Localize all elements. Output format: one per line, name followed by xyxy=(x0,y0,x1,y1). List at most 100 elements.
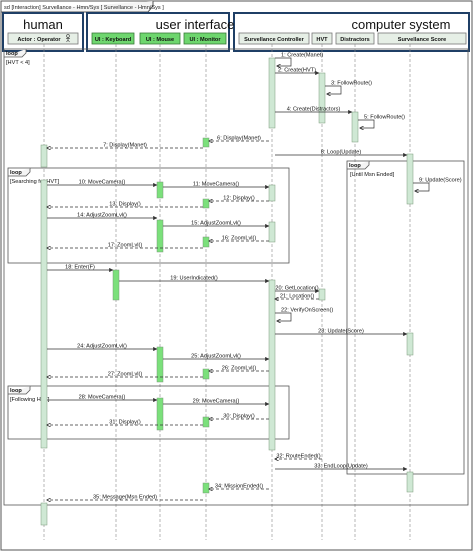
message-label: 6: Display(Manet) xyxy=(217,136,261,142)
message-32[interactable]: 32: RouteEnded() xyxy=(275,454,322,460)
group-label-user-interface: user interface xyxy=(156,17,235,32)
message-22[interactable]: 22: VerifyOnScreen() xyxy=(275,308,333,322)
message-label: 28: MoveCamera() xyxy=(79,395,126,401)
message-19[interactable]: 19: UserIndicated() xyxy=(119,276,270,284)
fragment-keyword-loop-msn: loop xyxy=(349,163,361,169)
message-label: 16: ZoomLvl() xyxy=(222,236,257,242)
fragment-guard-following: [Following HVT] xyxy=(10,397,50,403)
lifeline-label-controller: Survellance Controller xyxy=(244,37,305,43)
message-label: 12: Display() xyxy=(223,196,255,202)
fragment-loop-until-msn-ended xyxy=(346,160,465,475)
message-label: 31: Display() xyxy=(109,420,141,426)
message-1[interactable]: 1: Create(Manet) xyxy=(275,53,323,67)
group-label-computer-system: computer system xyxy=(352,17,451,32)
message-label: 21: Location() xyxy=(280,294,314,300)
lifeline-head-score[interactable] xyxy=(377,32,467,45)
message-label: 22: VerifyOnScreen() xyxy=(281,308,333,314)
message-label: 19: UserIndicated() xyxy=(170,276,218,282)
message-label: 1: Create(Manet) xyxy=(281,53,323,59)
message-arrow xyxy=(275,57,292,66)
fragment-guard-msn: [Until Msn Ended] xyxy=(350,172,395,178)
message-16[interactable]: 16: ZoomLvl() xyxy=(209,236,269,242)
message-label: 8: Loop(Update) xyxy=(321,150,362,156)
message-26[interactable]: 26: ZoomLvl() xyxy=(209,366,269,372)
message-3[interactable]: 3: FollowRoute() xyxy=(325,81,372,95)
message-12[interactable]: 12: Display() xyxy=(209,196,269,202)
group-user-interface xyxy=(86,12,230,52)
message-30[interactable]: 30: Display() xyxy=(209,414,269,420)
message-2[interactable]: 2: Create(HVT) xyxy=(275,68,320,76)
message-35[interactable]: 35: Message(Msn Ended) xyxy=(47,495,203,501)
message-34[interactable]: 34: MissionEnded() xyxy=(209,484,269,490)
fragment-loop-following xyxy=(7,385,290,440)
fragment-loop-hvt xyxy=(3,48,469,506)
message-label: 26: ZoomLvl() xyxy=(222,366,257,372)
lifeline-head-monitor[interactable] xyxy=(183,32,227,45)
message-label: 15: AdjustZoomLvl() xyxy=(191,221,241,227)
message-28[interactable]: 28: MoveCamera() xyxy=(47,395,158,403)
message-label: 24: AdjustZoomLvl() xyxy=(77,344,127,350)
message-label: 34: MissionEnded() xyxy=(215,484,263,490)
message-18[interactable]: 18: Enter(F) xyxy=(47,265,114,273)
message-label: 29: MoveCamera() xyxy=(193,399,240,405)
message-arrow xyxy=(358,119,375,128)
activation-operator xyxy=(40,502,48,526)
message-13[interactable]: 13: Display() xyxy=(47,202,203,208)
message-4[interactable]: 4: Create(Distractors) xyxy=(275,107,353,115)
message-24[interactable]: 24: AdjustZoomLvl() xyxy=(47,344,158,352)
activation-score xyxy=(406,153,414,205)
message-33[interactable]: 33: EndLoop(Update) xyxy=(275,464,408,472)
message-7[interactable]: 7: Display(Manet) xyxy=(47,143,203,149)
fragment-keyword-loop-hvt: loop xyxy=(6,51,18,57)
activation-hvt xyxy=(318,288,326,301)
lifeline-head-operator[interactable] xyxy=(7,32,79,45)
message-label: 14: AdjustZoomLvl() xyxy=(77,213,127,219)
message-label: 18: Enter(F) xyxy=(65,265,95,271)
activation-controller xyxy=(268,57,276,129)
message-31[interactable]: 31: Display() xyxy=(47,420,203,426)
message-label: 2: Create(HVT) xyxy=(278,68,316,74)
message-29[interactable]: 29: MoveCamera() xyxy=(163,399,270,407)
message-8[interactable]: 8: Loop(Update) xyxy=(275,150,408,158)
message-11[interactable]: 11: MoveCamera() xyxy=(163,182,270,190)
group-human xyxy=(2,12,84,52)
message-label: 7: Display(Manet) xyxy=(103,143,147,149)
activation-mouse xyxy=(156,219,164,253)
activation-controller xyxy=(268,184,276,202)
activation-monitor xyxy=(202,236,210,248)
lifeline-head-keyboard[interactable] xyxy=(91,32,135,45)
message-27[interactable]: 27: ZoomLvl() xyxy=(47,372,203,378)
message-9[interactable]: 9: Update(Score) xyxy=(413,178,462,192)
lifeline-label-score: Survellance Score xyxy=(398,37,447,43)
message-5[interactable]: 5: FollowRoute() xyxy=(358,115,405,129)
activation-monitor xyxy=(202,137,210,148)
message-20[interactable]: 20: GetLocation() xyxy=(275,286,320,294)
message-label: 35: Message(Msn Ended) xyxy=(93,495,157,501)
activation-score xyxy=(406,471,414,493)
message-14[interactable]: 14: AdjustZoomLvl() xyxy=(47,213,158,221)
group-computer-system xyxy=(233,12,470,52)
message-25[interactable]: 25: AdjustZoomLvl() xyxy=(163,354,270,362)
message-23[interactable]: 23: Update(Score) xyxy=(275,329,408,337)
message-6[interactable]: 6: Display(Manet) xyxy=(209,136,269,142)
message-label: 10: MoveCamera() xyxy=(79,180,126,186)
message-label: 23: Update(Score) xyxy=(318,329,364,335)
message-15[interactable]: 15: AdjustZoomLvl() xyxy=(163,221,270,229)
fragment-guard-searching: [Searching for HVT] xyxy=(10,179,60,185)
fragment-guard-hvt: [HVT < 4] xyxy=(6,60,30,66)
lifeline-head-controller[interactable] xyxy=(238,32,310,45)
lifeline-label-monitor: UI : Monitor xyxy=(189,37,221,43)
activation-mouse xyxy=(156,181,164,199)
message-label: 25: AdjustZoomLvl() xyxy=(191,354,241,360)
message-17[interactable]: 17: ZoomLvl() xyxy=(47,243,203,249)
message-label: 4: Create(Distractors) xyxy=(287,107,341,113)
lifeline-label-distractors: Distractors xyxy=(340,37,370,43)
message-21[interactable]: 21: Location() xyxy=(275,294,319,300)
message-label: 27: ZoomLvl() xyxy=(108,372,143,378)
activation-distractors xyxy=(351,111,359,143)
activation-operator xyxy=(40,179,48,449)
activation-mouse xyxy=(156,346,164,383)
message-label: 11: MoveCamera() xyxy=(193,182,239,188)
message-10[interactable]: 10: MoveCamera() xyxy=(47,180,158,188)
